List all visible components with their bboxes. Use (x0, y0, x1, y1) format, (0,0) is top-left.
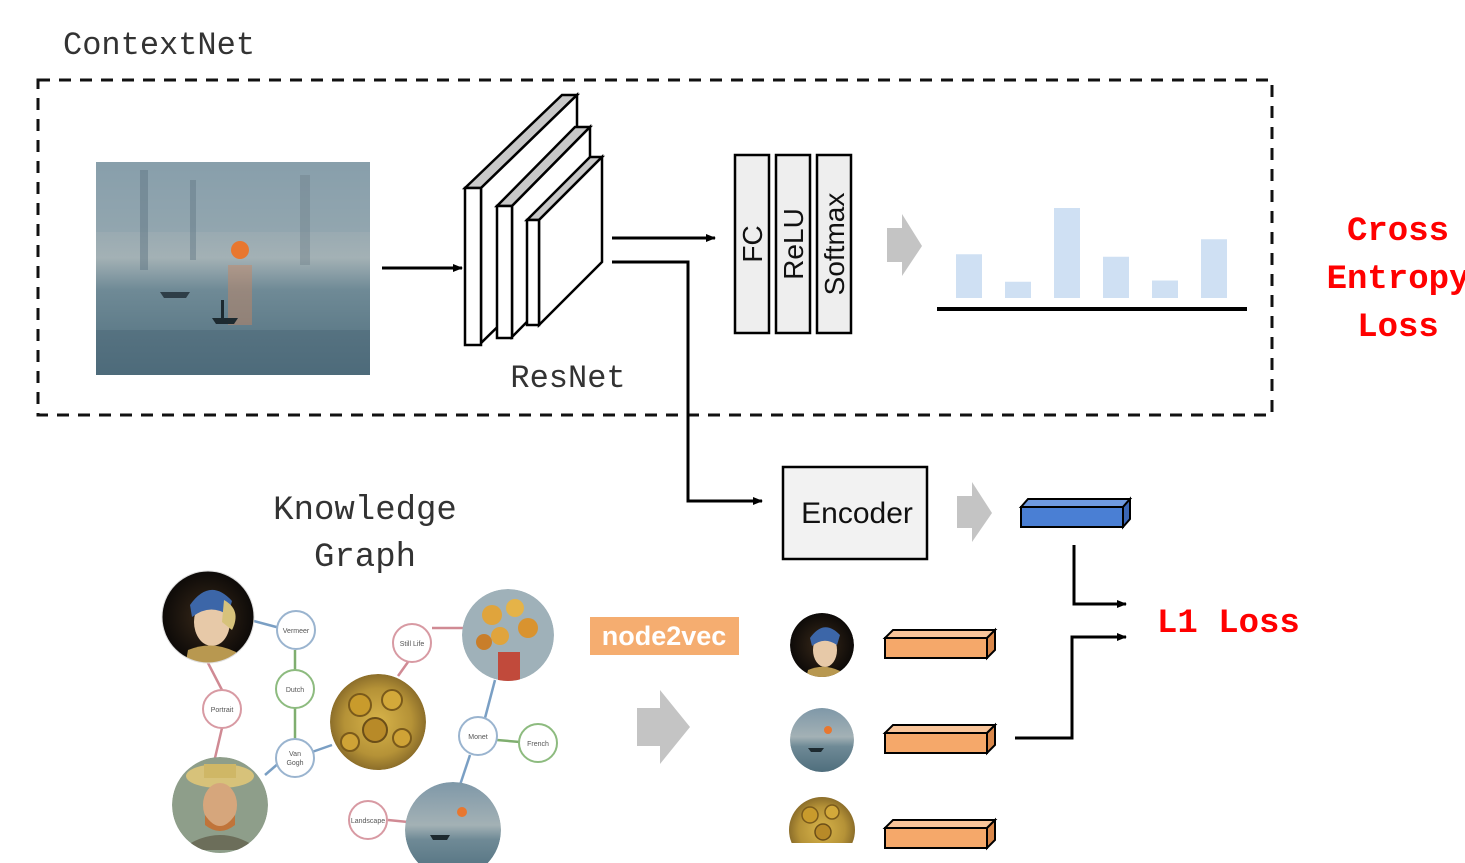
cross-entropy-loss: Cross Entropy Loss (1327, 213, 1465, 347)
node-monet: Monet (458, 716, 498, 756)
node-embedding-vector-2 (882, 722, 998, 756)
fc-label: FC (737, 225, 768, 262)
pearl-earring-thumbnail (790, 613, 854, 677)
cross-entropy-line2: Entropy (1327, 261, 1465, 299)
van-gogh-portrait-node (172, 757, 268, 853)
sunflowers-thumbnail (789, 797, 855, 843)
sunflowers-painting-node (330, 674, 426, 770)
probability-bar-2 (1005, 281, 1031, 298)
fc-layer: FC (733, 153, 771, 335)
svg-text:Portrait: Portrait (211, 707, 234, 714)
probability-bar-1 (956, 254, 982, 298)
svg-text:Landscape: Landscape (351, 818, 385, 825)
encoder-to-embedding-arrow (957, 482, 992, 542)
node-embedding-vectors (882, 627, 998, 851)
node-dutch: Dutch (275, 669, 315, 709)
svg-text:French: French (527, 741, 549, 748)
node-embedding-to-l1-arrow (1015, 633, 1127, 740)
svg-text:Monet: Monet (468, 734, 488, 741)
knowledge-graph-title-line2: Graph (314, 539, 416, 577)
encoder-embedding-vector (1018, 496, 1133, 530)
node-still-life: Still Life (392, 623, 432, 663)
node-embedding-vector-3 (882, 817, 998, 851)
probability-distribution (956, 208, 1227, 298)
resnet-to-encoder-arrow (612, 260, 763, 505)
sunflower-vase-painting-node (462, 589, 554, 681)
input-painting-image (96, 162, 370, 375)
cross-entropy-line3: Loss (1357, 309, 1439, 347)
svg-text:Vermeer: Vermeer (283, 628, 310, 635)
knowledge-graph-title-line1: Knowledge (273, 492, 457, 530)
embedding-to-l1-arrow (1072, 545, 1127, 608)
node-embedding-vector-1 (882, 627, 998, 661)
softmax-layer: Softmax (815, 153, 853, 335)
svg-text:Dutch: Dutch (286, 687, 304, 694)
node-landscape: Landscape (348, 800, 388, 840)
probability-bar-6 (1201, 239, 1227, 298)
node-portrait: Portrait (202, 689, 242, 729)
monet-painting-node (405, 782, 501, 863)
relu-layer: ReLU (774, 153, 812, 335)
probability-bar-4 (1103, 256, 1129, 298)
probability-bar-3 (1054, 208, 1080, 298)
encoder-label: Encoder (801, 497, 913, 530)
monet-thumbnail (790, 708, 854, 772)
cross-entropy-line1: Cross (1347, 213, 1449, 251)
svg-text:Still Life: Still Life (400, 641, 425, 648)
softmax-to-distribution-arrow (887, 214, 922, 276)
resnet-label: ResNet (510, 360, 625, 397)
softmax-label: Softmax (819, 193, 850, 296)
node2vec-label: node2vec (602, 621, 727, 651)
node2vec-arrow (637, 690, 690, 764)
resnet-block (461, 92, 606, 347)
node2vec-badge: node2vec (590, 617, 739, 655)
l1-loss-label: L1 Loss (1157, 605, 1300, 643)
contextnet-title: ContextNet (63, 27, 255, 64)
probability-bar-5 (1152, 280, 1178, 298)
node-vermeer: Vermeer (276, 610, 316, 650)
contextnet-boundary (36, 78, 1274, 417)
svg-text:Gogh: Gogh (286, 760, 303, 767)
pearl-earring-painting-node (162, 571, 254, 663)
relu-label: ReLU (778, 208, 809, 280)
encoder-box: Encoder (781, 465, 929, 561)
node-french: French (518, 723, 558, 763)
svg-text:Van: Van (289, 751, 301, 758)
